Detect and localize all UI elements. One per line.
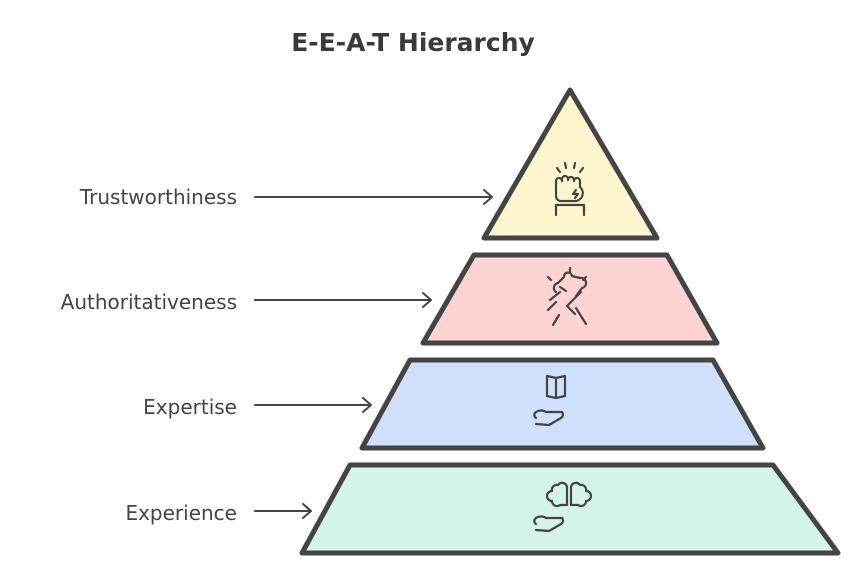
arrow-icon xyxy=(254,292,432,308)
raised-fist-icon xyxy=(554,161,586,217)
pyramid-level-expertise: Expertise xyxy=(143,357,766,451)
pyramid-tier-shape xyxy=(299,462,841,556)
book-in-hand-icon xyxy=(533,374,567,427)
level-label: Authoritativeness xyxy=(61,290,237,314)
level-label: Trustworthiness xyxy=(79,185,237,209)
arrow-icon xyxy=(254,397,372,413)
arrow-icon xyxy=(254,189,493,205)
diagram-title: E-E-A-T Hierarchy xyxy=(291,28,535,57)
handshake-icon xyxy=(546,266,588,327)
arrow-icon xyxy=(254,503,312,519)
level-label: Experience xyxy=(125,501,237,525)
level-label: Expertise xyxy=(143,395,237,419)
pyramid-tier-shape xyxy=(359,357,766,451)
pyramid-level-trustworthiness: Trustworthiness xyxy=(79,87,660,241)
pyramid-tier-shape xyxy=(420,252,720,346)
pyramid-level-experience: Experience xyxy=(125,462,841,556)
pyramid-level-authoritativeness: Authoritativeness xyxy=(61,252,720,346)
pyramid-tier-shape xyxy=(481,87,660,241)
brain-in-hand-icon xyxy=(533,481,593,533)
